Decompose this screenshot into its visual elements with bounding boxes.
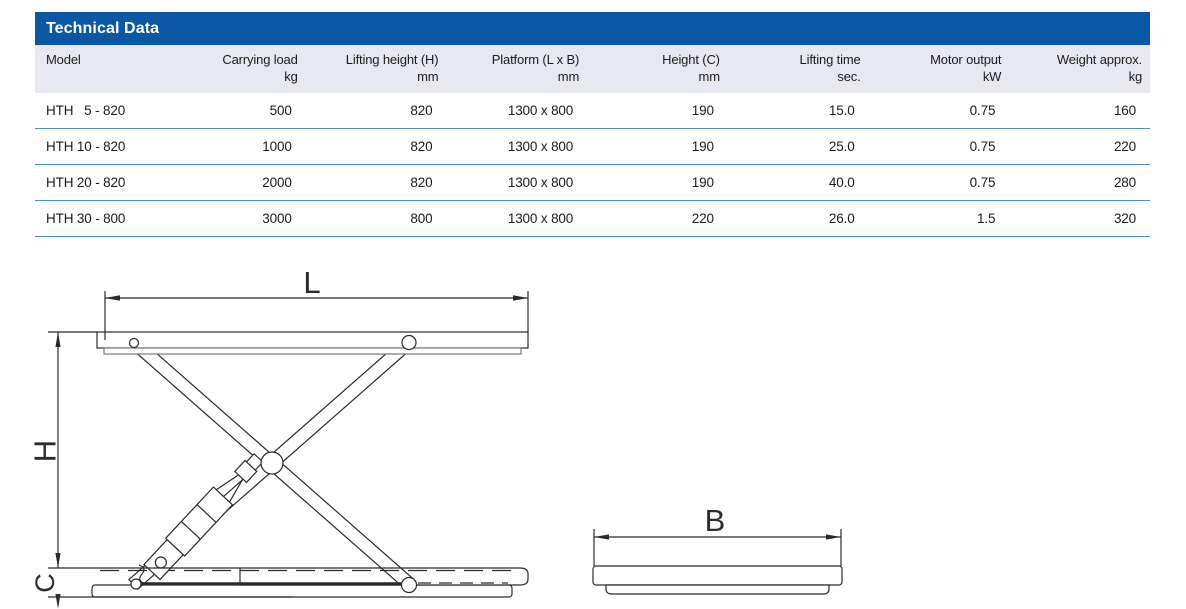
platform-lip [103,347,522,355]
scissor-lift-side-view [48,291,529,609]
column-header-platform-l-x-b: Platform (L x B)mm [491,52,580,84]
cylinder-body [164,486,234,557]
value-cell: 820 [410,103,433,118]
cylinder-clevis-hook [138,564,147,585]
dimension-base-height [48,567,292,609]
column-header-weight-approx: Weight approx.kg [1056,52,1143,84]
value-cell: 1300 x 800 [507,211,574,226]
model-cell: HTH 5 - 820 [46,103,126,118]
cylinder-foot-pivot [154,556,167,569]
value-cell: 25.0 [828,139,855,154]
rod-end-cap [245,452,264,471]
value-cell: 280 [1113,175,1137,190]
table-title: Technical Data [35,12,1150,45]
technical-drawing: L H C B [28,265,843,609]
value-cell: 0.75 [969,175,996,190]
dimension-c-label: C [30,573,60,593]
value-cell: 820 [410,139,433,154]
value-cell: 190 [691,175,714,190]
value-cell: 220 [1113,139,1137,154]
table-row: HTH 10 - 820 1000 820 1300 x 800 190 25.0 0.75… [35,129,1150,165]
dimension-h-label: H [28,440,63,462]
table-row: HTH 5 - 820 500 820 1300 x 800 190 15.0 0.75 16… [35,93,1150,129]
column-header-height-c: Height (C)mm [662,52,720,84]
hydraulic-cylinder [143,452,264,581]
value-cell: 800 [410,211,433,226]
value-cell: 1000 [262,139,292,154]
table-row: HTH 30 - 800 3000 800 1300 x 800 220 26.0 1.5 3… [35,201,1150,237]
value-cell: 1300 x 800 [507,103,574,118]
value-cell: 190 [691,103,714,118]
value-cell: 26.0 [828,211,855,226]
value-cell: 220 [691,211,714,226]
column-header-lifting-height-h: Lifting height (H)mm [345,52,439,84]
platform-top [96,331,529,349]
model-cell: HTH 10 - 820 [46,139,126,154]
platform-end-view [592,529,843,595]
center-pivot [260,451,284,475]
table-row: HTH 20 - 820 2000 820 1300 x 800 190 40.0 0.75… [35,165,1150,201]
base-plate [91,584,513,598]
value-cell: 0.75 [969,139,996,154]
value-cell: 500 [269,103,292,118]
dimension-length [104,291,529,340]
value-cell: 15.0 [828,103,855,118]
bottom-left-pivot [130,578,142,590]
base-rail [239,567,529,586]
dimension-height [48,331,97,568]
value-cell: 160 [1113,103,1137,118]
model-cell: HTH 30 - 800 [46,211,126,226]
end-view-platform [592,565,843,586]
end-view-base [605,584,830,595]
value-cell: 1300 x 800 [507,139,574,154]
value-cell: 3000 [262,211,292,226]
value-cell: 0.75 [969,103,996,118]
value-cell: 820 [410,175,433,190]
top-right-roller [401,334,417,351]
dimension-l-label: L [303,265,320,300]
value-cell: 1.5 [976,211,996,226]
cylinder-rod [216,473,241,491]
top-left-pivot [128,337,140,349]
value-cell: 40.0 [828,175,855,190]
value-cell: 2000 [262,175,292,190]
value-cell: 190 [691,139,714,154]
column-header-model: Model [46,52,81,67]
dimension-b-label: B [705,503,726,538]
bottom-right-roller [400,576,418,594]
value-cell: 1300 x 800 [507,175,574,190]
value-cell: 320 [1113,211,1137,226]
table-body: HTH 5 - 820 500 820 1300 x 800 190 15.0 0.75 16… [35,93,1150,237]
model-cell: HTH 20 - 820 [46,175,126,190]
